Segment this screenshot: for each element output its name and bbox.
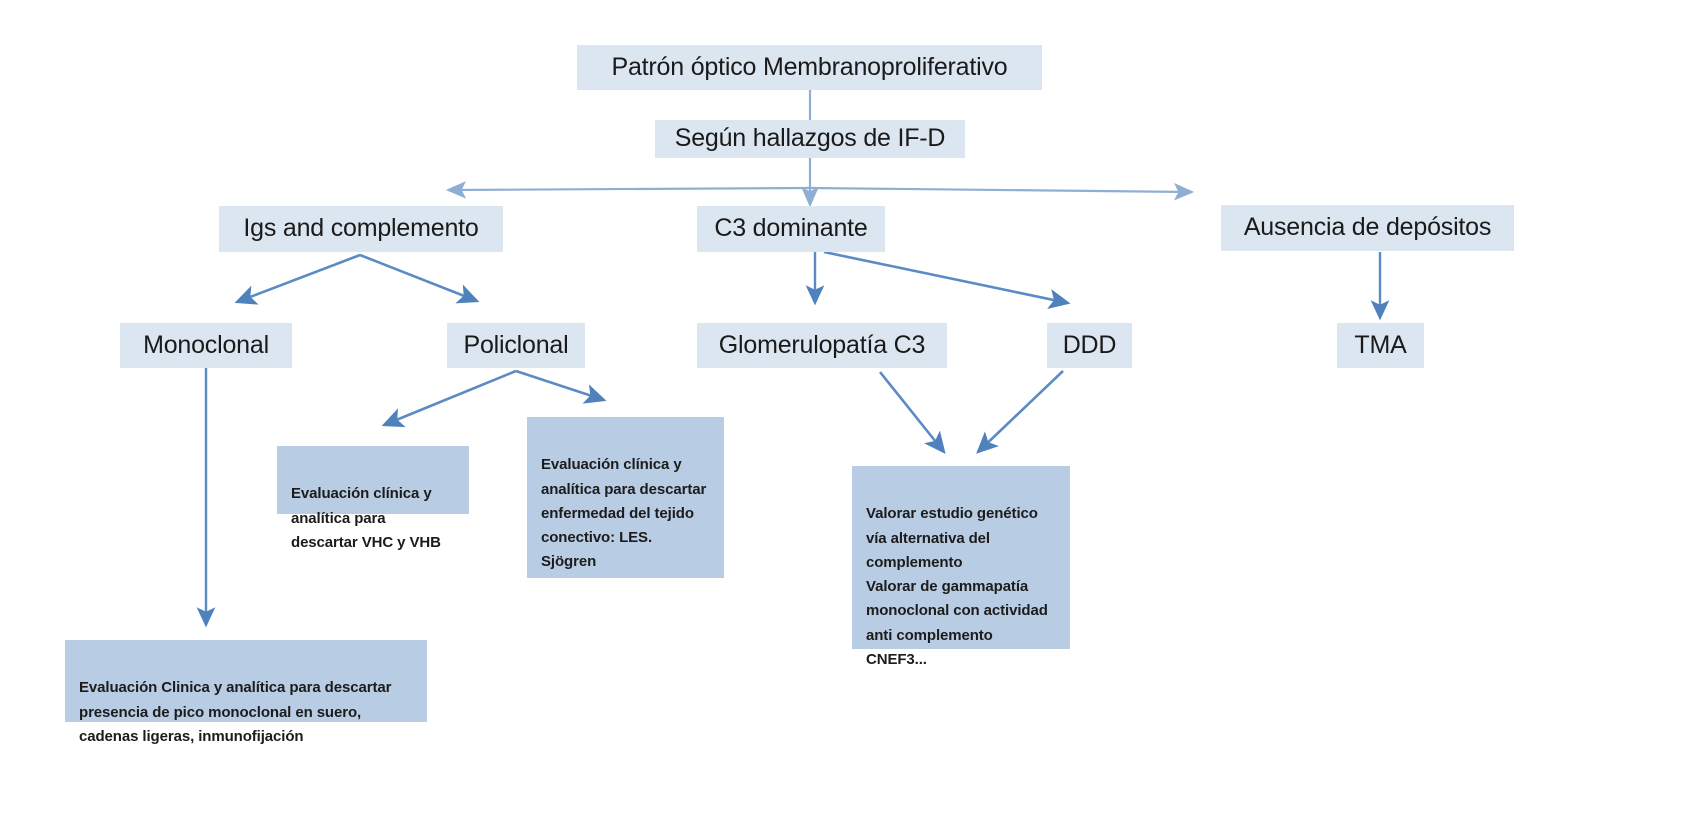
node-policlonal[interactable]: Policlonal [447,323,585,368]
node-branch-ausencia-label: Ausencia de depósitos [1243,213,1492,242]
node-policlonal-label: Policlonal [463,330,569,359]
edge-glomerulopatia-to-note [878,371,946,455]
node-ddd-label: DDD [1062,330,1117,359]
note-policlonal-vhc-vhb[interactable]: Evaluación clínica y analítica para desc… [277,446,469,551]
node-branch-c3-label: C3 dominante [714,214,868,243]
note-policlonal-tejido-conectivo-text: Evaluación clínica y analítica para desc… [541,456,707,571]
node-tma-label: TMA [1354,330,1407,359]
note-c3-ddd-genetico-text: Valorar estudio genético vía alternativa… [866,505,1048,669]
node-branch-igs-label: Igs and complemento [243,214,479,243]
node-branch-igs[interactable]: Igs and complemento [219,206,503,252]
node-glomerulopatia-c3[interactable]: Glomerulopatía C3 [697,323,947,368]
node-root[interactable]: Patrón óptico Membranoproliferativo [577,45,1042,90]
edge-policlonal-to-note-tejido [515,369,607,404]
edge-policlonal-to-note-vhc [381,369,517,428]
node-tma[interactable]: TMA [1337,323,1424,368]
edge-igs-to-monoclonal [234,253,361,305]
node-monoclonal[interactable]: Monoclonal [120,323,292,368]
node-criteria[interactable]: Según hallazgos de IF-D [655,120,965,158]
edge-criteria-to-igs [445,181,811,199]
edge-igs-to-policlonal [359,253,480,304]
edge-c3-to-ddd [823,250,1071,309]
note-policlonal-tejido-conectivo[interactable]: Evaluación clínica y analítica para desc… [527,417,724,578]
node-criteria-label: Según hallazgos de IF-D [674,124,946,153]
node-branch-ausencia[interactable]: Ausencia de depósitos [1221,205,1514,251]
note-c3-ddd-genetico[interactable]: Valorar estudio genético vía alternativa… [852,466,1070,668]
node-branch-c3[interactable]: C3 dominante [697,206,885,252]
note-policlonal-vhc-vhb-text: Evaluación clínica y analítica para desc… [291,485,441,551]
note-monoclonal-pico[interactable]: Evaluación Clinica y analítica para desc… [65,640,427,745]
edge-ddd-to-note [976,370,1064,454]
note-monoclonal-pico-text: Evaluación Clinica y analítica para desc… [79,679,392,745]
node-ddd[interactable]: DDD [1047,323,1132,368]
edge-criteria-to-ausencia [809,183,1195,201]
node-glomerulopatia-c3-label: Glomerulopatía C3 [718,330,926,359]
node-root-label: Patrón óptico Membranoproliferativo [611,52,1008,81]
node-monoclonal-label: Monoclonal [143,330,269,359]
